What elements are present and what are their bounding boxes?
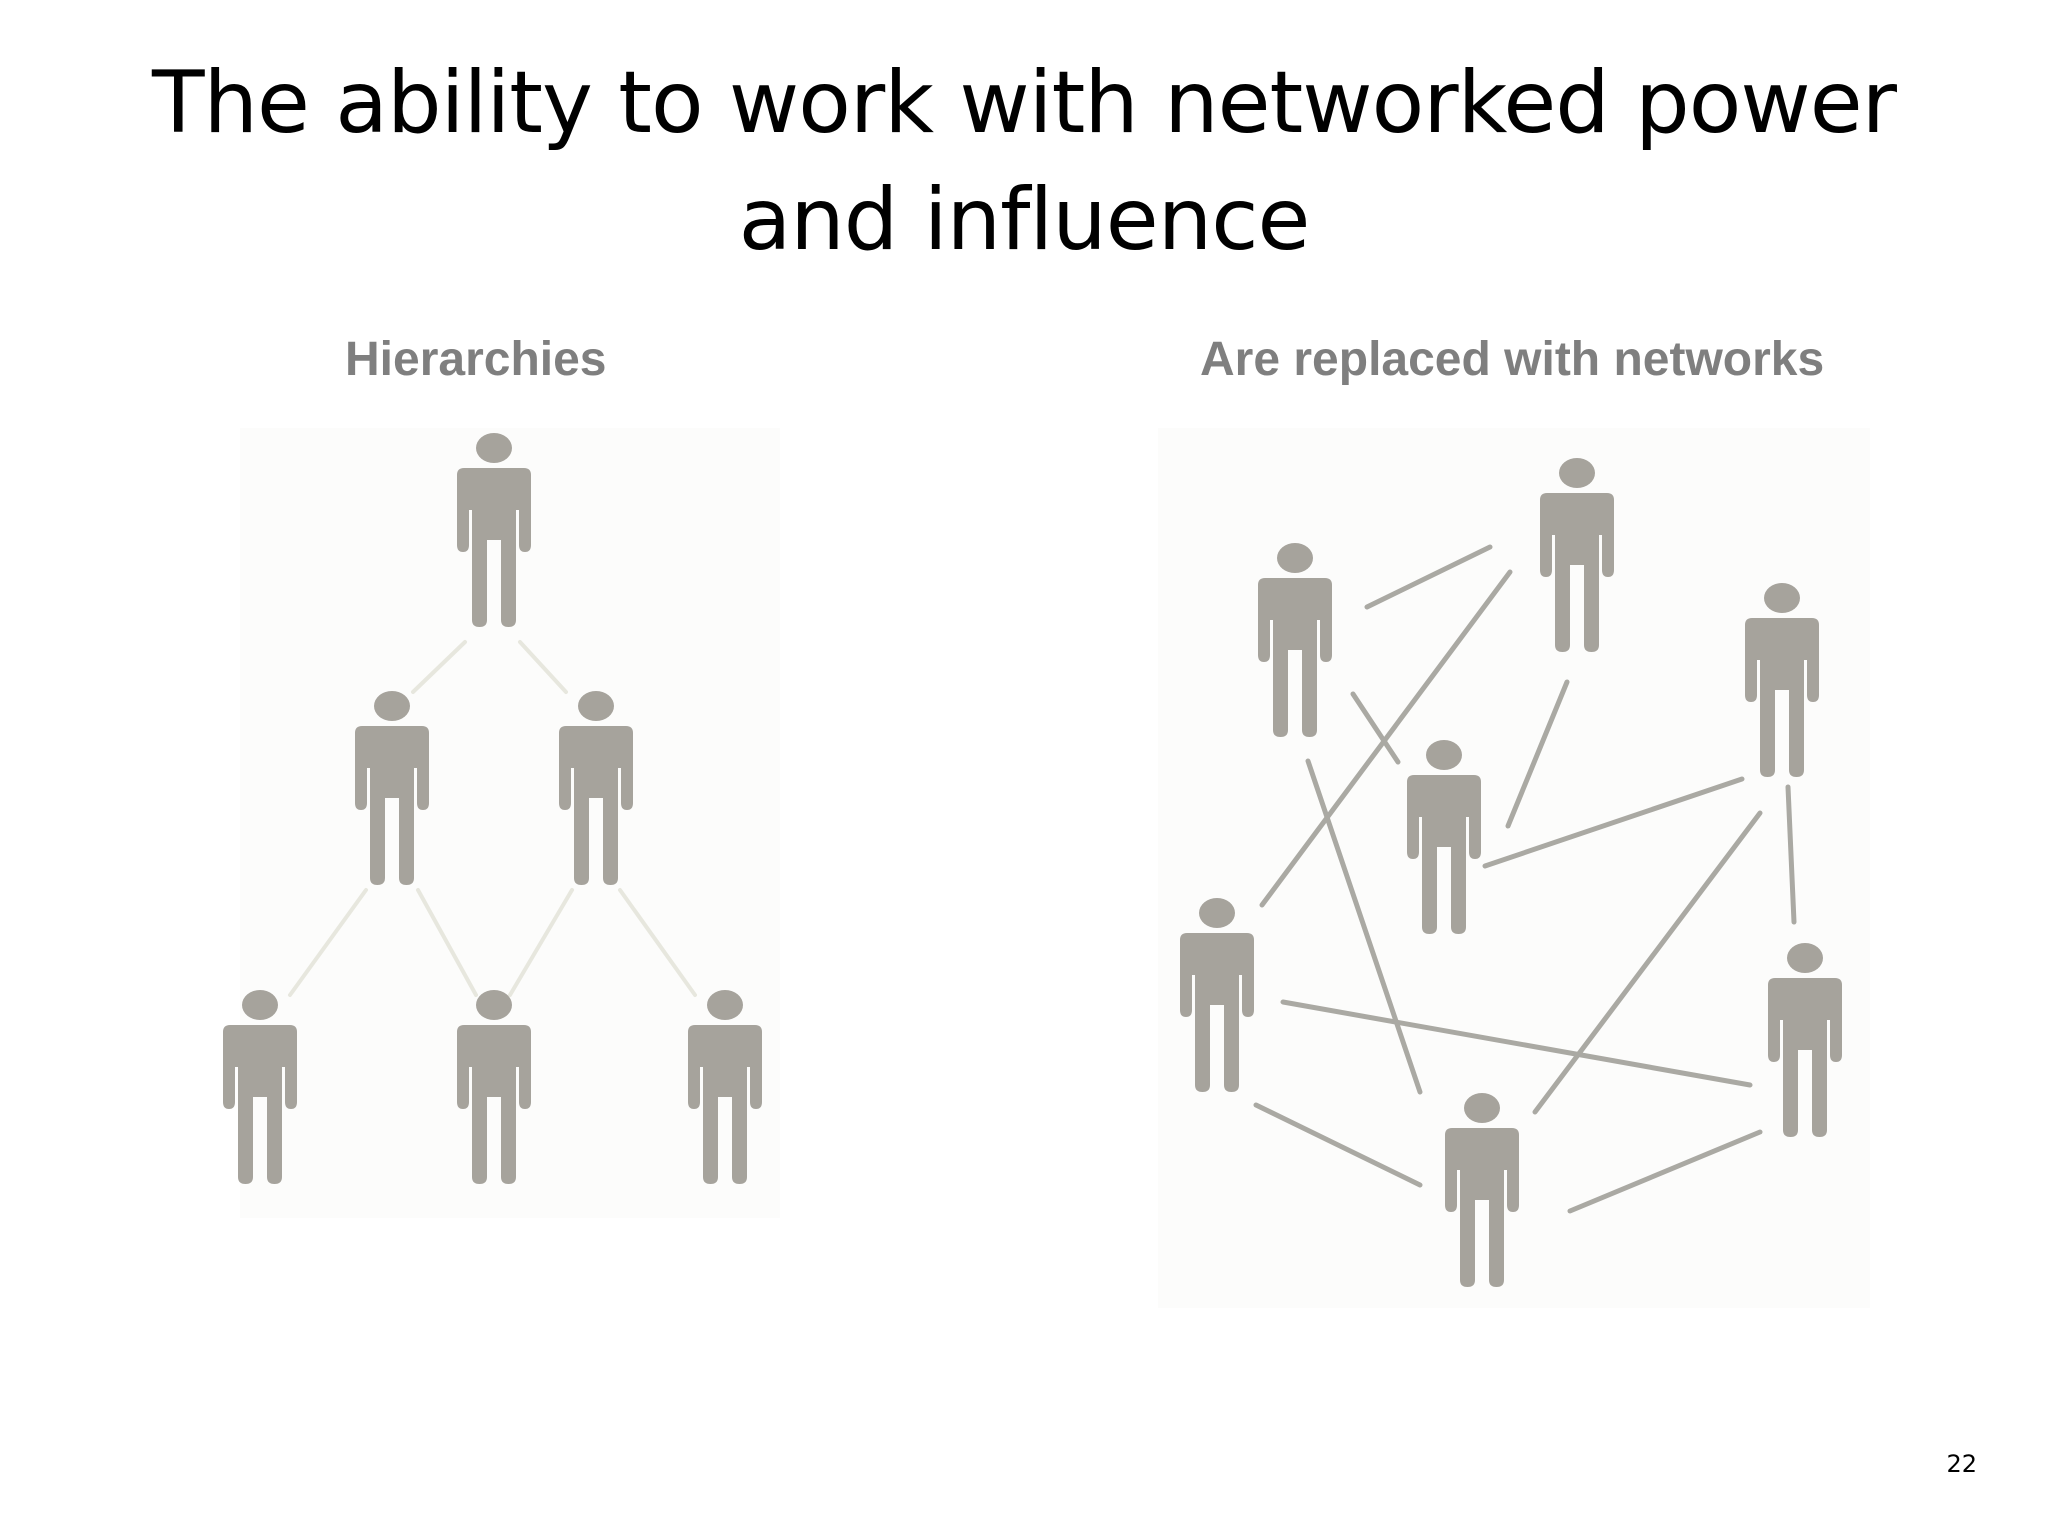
network-link — [1305, 758, 1423, 1095]
slide-title: The ability to work with networked power… — [0, 45, 2048, 279]
hierarchy-diagram — [223, 428, 780, 1218]
hierarchy-link — [518, 640, 568, 694]
network-link — [1280, 999, 1753, 1088]
hierarchy-link — [416, 888, 478, 997]
network-link — [1253, 1102, 1423, 1188]
network-link — [1482, 776, 1745, 869]
page-number: 22 — [1946, 1450, 1977, 1478]
slide-title-line-2: and influence — [738, 170, 1311, 270]
network-link — [1259, 569, 1513, 908]
network-link — [1350, 691, 1401, 765]
hierarchy-link — [618, 888, 697, 997]
network-links — [1253, 544, 1797, 1214]
network-link — [1785, 784, 1797, 925]
hierarchy-links — [288, 640, 697, 997]
network-link — [1505, 679, 1570, 829]
slide-title-line-1: The ability to work with networked power — [152, 53, 1897, 153]
network-link — [1364, 544, 1493, 610]
network-link — [1567, 1129, 1763, 1214]
networks-heading: Are replaced with networks — [1200, 333, 1825, 386]
hierarchy-link — [288, 888, 368, 997]
network-diagram — [1158, 428, 1870, 1308]
network-link — [1532, 810, 1763, 1115]
hierarchy-link — [508, 888, 574, 997]
hierarchy-link — [411, 640, 467, 694]
hierarchies-heading: Hierarchies — [345, 333, 607, 386]
